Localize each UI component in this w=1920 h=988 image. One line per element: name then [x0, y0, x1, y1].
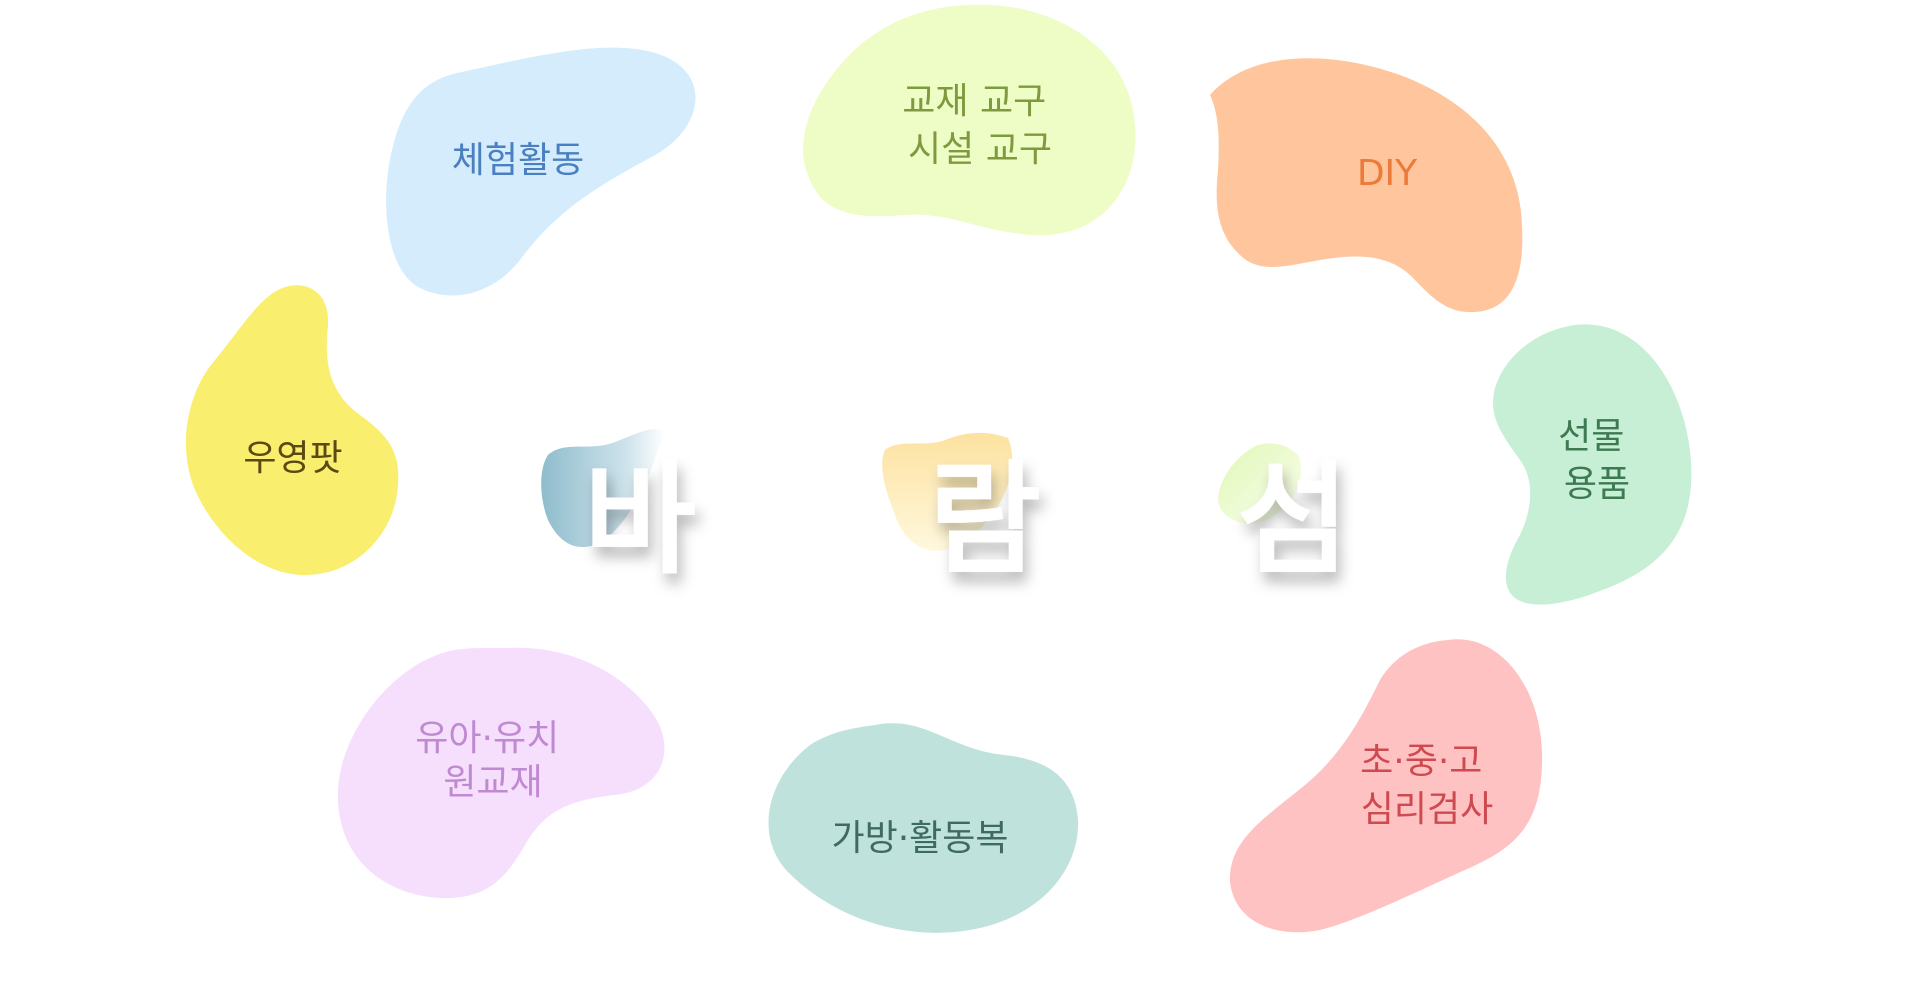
blob-item-gifts[interactable]: 선물 용품 — [1492, 324, 1692, 605]
blob-label-play: 우영팟 — [243, 438, 342, 479]
blob-shape-experience — [386, 47, 696, 296]
blob-shape-materials — [803, 4, 1136, 236]
blob-item-psych[interactable]: 초·중·고 심리검사 — [1229, 639, 1543, 933]
blob-label-bags: 가방·활동복 — [831, 818, 1008, 859]
blob-shape-psych — [1229, 639, 1543, 933]
logo-accent-3 — [1218, 443, 1301, 524]
center-logo: 바 람 섬 — [541, 429, 1349, 591]
blob-item-bags[interactable]: 가방·활동복 — [768, 723, 1079, 933]
blob-item-play[interactable]: 우영팟 — [185, 285, 399, 575]
blob-item-experience[interactable]: 체험활동 — [386, 47, 696, 296]
logo-accent-2 — [882, 432, 1013, 551]
logo-char-3: 섬 — [1237, 449, 1349, 591]
blob-shape-play — [185, 285, 399, 575]
blob-label-psych: 초·중·고 심리검사 — [1360, 741, 1494, 830]
blob-shape-gifts — [1492, 324, 1692, 605]
blob-label-experience: 체험활동 — [452, 140, 584, 181]
logo-char-2: 람 — [929, 449, 1041, 591]
blob-shape-preschool — [337, 647, 665, 899]
blob-shape-diy — [1210, 58, 1523, 313]
blob-label-gifts: 선물 용품 — [1558, 416, 1636, 505]
blob-label-diy: DIY — [1357, 153, 1418, 194]
blob-shape-bags — [768, 723, 1079, 933]
logo-char-1: 바 — [584, 449, 696, 591]
blob-label-materials: 교재 교구 시설 교구 — [902, 81, 1057, 170]
blob-item-materials[interactable]: 교재 교구 시설 교구 — [803, 4, 1136, 236]
blob-item-preschool[interactable]: 유아·유치 원교재 — [337, 647, 665, 899]
logo-accent-1 — [541, 429, 665, 548]
blob-item-diy[interactable]: DIY — [1210, 58, 1523, 313]
blob-label-preschool: 유아·유치 원교재 — [415, 718, 570, 803]
